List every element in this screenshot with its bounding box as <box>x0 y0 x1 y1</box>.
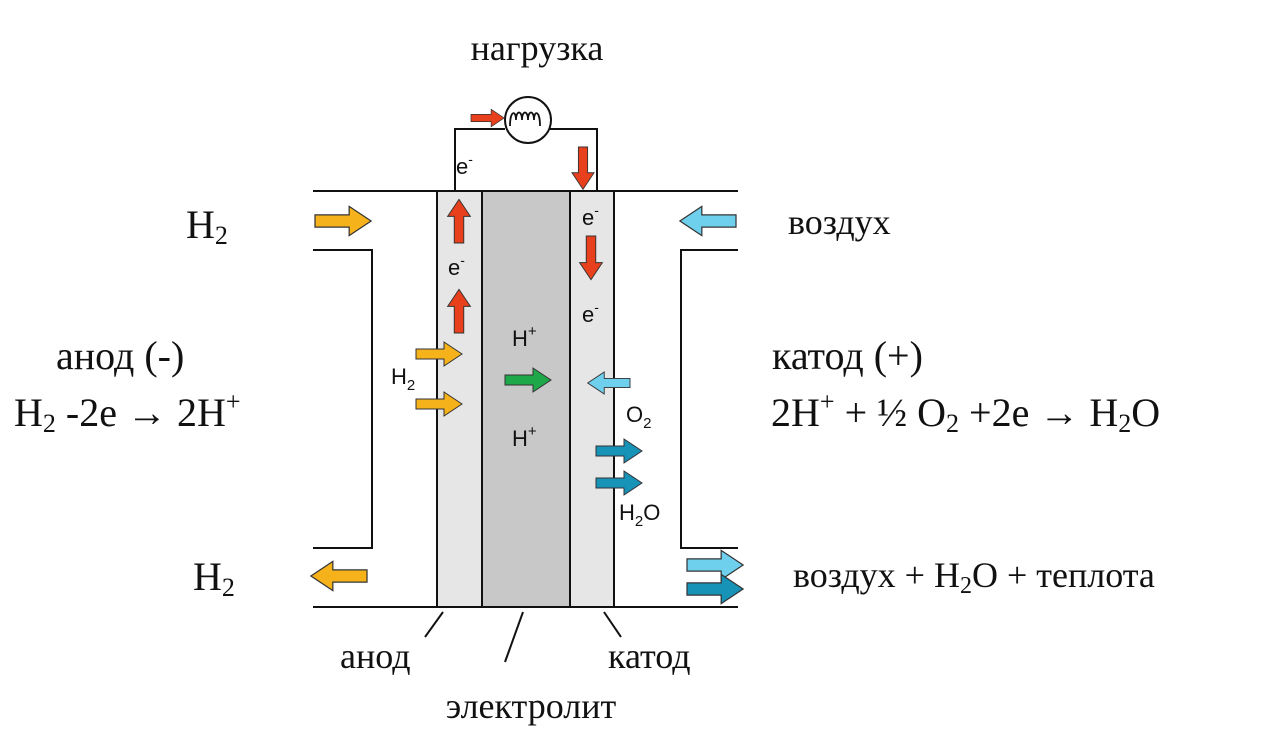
circuit-wire-right <box>550 128 598 191</box>
bottom-labels: анод электролит катод <box>340 611 691 726</box>
anode-outlet-label: H2 <box>193 554 235 602</box>
cathode-leader <box>603 611 622 638</box>
anode-leader <box>424 611 444 638</box>
electron-label: e- <box>448 252 465 280</box>
anode-channel-wall <box>313 249 373 549</box>
hydrogen-label: H2 <box>391 364 415 394</box>
proton-label: H+ <box>512 423 537 451</box>
proton-label: H+ <box>512 323 537 351</box>
anode-title: анод (-) <box>56 333 184 378</box>
cathode-bottom-label: катод <box>608 636 691 676</box>
circuit-wire <box>454 128 505 191</box>
cathode-title: катод (+) <box>772 333 923 378</box>
cathode-outlet-label: воздух + H2O + теплота <box>793 555 1155 599</box>
water-arrow <box>686 573 744 605</box>
electron-arrow <box>470 109 505 127</box>
electron-label: e- <box>582 202 599 230</box>
hydrogen-arrow <box>310 560 368 592</box>
load-label: нагрузка <box>471 28 604 68</box>
electron-label: e- <box>456 151 473 179</box>
electrolyte-bottom-label: электролит <box>446 686 617 726</box>
electrolyte <box>481 190 571 608</box>
oxygen-arrow <box>679 205 737 237</box>
inner-labels: e- e- e- e- H+ H+ H2 O2 H2O <box>391 151 660 530</box>
anode-bottom-label: анод <box>340 636 411 676</box>
load-coil-icon <box>504 96 552 144</box>
channel-walls <box>313 190 738 608</box>
hydrogen-arrow <box>314 205 372 237</box>
water-label: H2O <box>619 500 660 530</box>
electron-arrow <box>571 146 595 190</box>
cathode-reaction: 2H+ + ½ O2 +2e → H2O <box>771 387 1160 438</box>
electrolyte-leader <box>504 611 524 663</box>
anode-reaction: H2 -2e → 2H+ <box>14 387 241 438</box>
oxygen-arrow <box>686 549 744 581</box>
electron-label: e- <box>582 299 599 327</box>
anode-inlet-label: H2 <box>186 202 228 250</box>
cathode-inlet-label: воздух <box>788 202 891 242</box>
cathode-channel-wall <box>680 249 738 549</box>
external-circuit <box>454 96 598 191</box>
oxygen-label: O2 <box>626 402 651 432</box>
